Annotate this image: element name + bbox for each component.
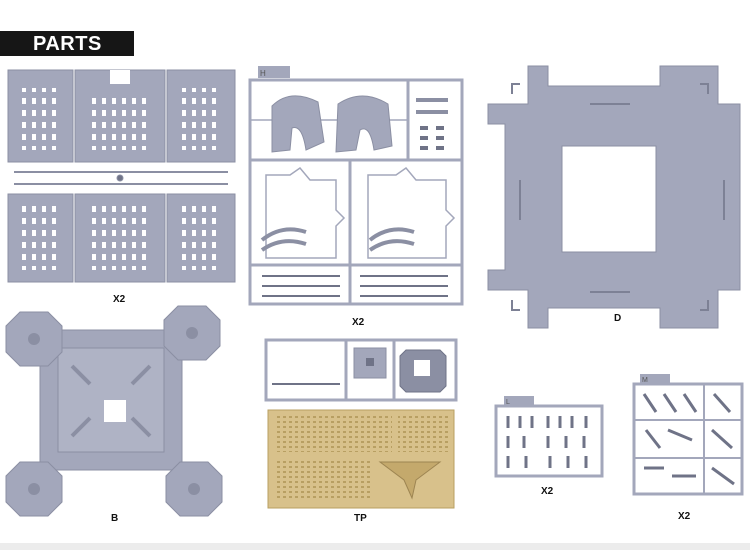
wall-panel-top bbox=[7, 69, 236, 163]
sprue-h-tag: H bbox=[260, 69, 266, 78]
part-b bbox=[5, 305, 223, 517]
sprue-l bbox=[494, 396, 604, 478]
sprue-h-qty-label: X2 bbox=[352, 317, 365, 328]
part-b-label: B bbox=[111, 513, 119, 524]
parts-title: PARTS bbox=[33, 33, 102, 55]
photo-etch-tp bbox=[267, 409, 455, 509]
sprue-m bbox=[632, 374, 744, 496]
part-tp-label: TP bbox=[354, 513, 367, 524]
wall-panels bbox=[7, 69, 236, 283]
sprue-l-qty-label: X2 bbox=[541, 486, 554, 497]
runner-bars bbox=[14, 171, 228, 185]
footer-bar bbox=[0, 543, 750, 550]
part-d bbox=[487, 65, 741, 329]
wall-panel-bottom bbox=[7, 193, 236, 283]
sprue-m-qty-label: X2 bbox=[678, 511, 691, 522]
sprue-h bbox=[248, 66, 464, 306]
part-d-label: D bbox=[614, 313, 622, 324]
walls-qty-label: X2 bbox=[113, 294, 126, 305]
sprue-m-tag: M bbox=[642, 377, 648, 384]
sprue-small bbox=[264, 338, 458, 402]
sprue-l-tag: L bbox=[506, 399, 510, 406]
parts-header: PARTS bbox=[0, 31, 134, 56]
